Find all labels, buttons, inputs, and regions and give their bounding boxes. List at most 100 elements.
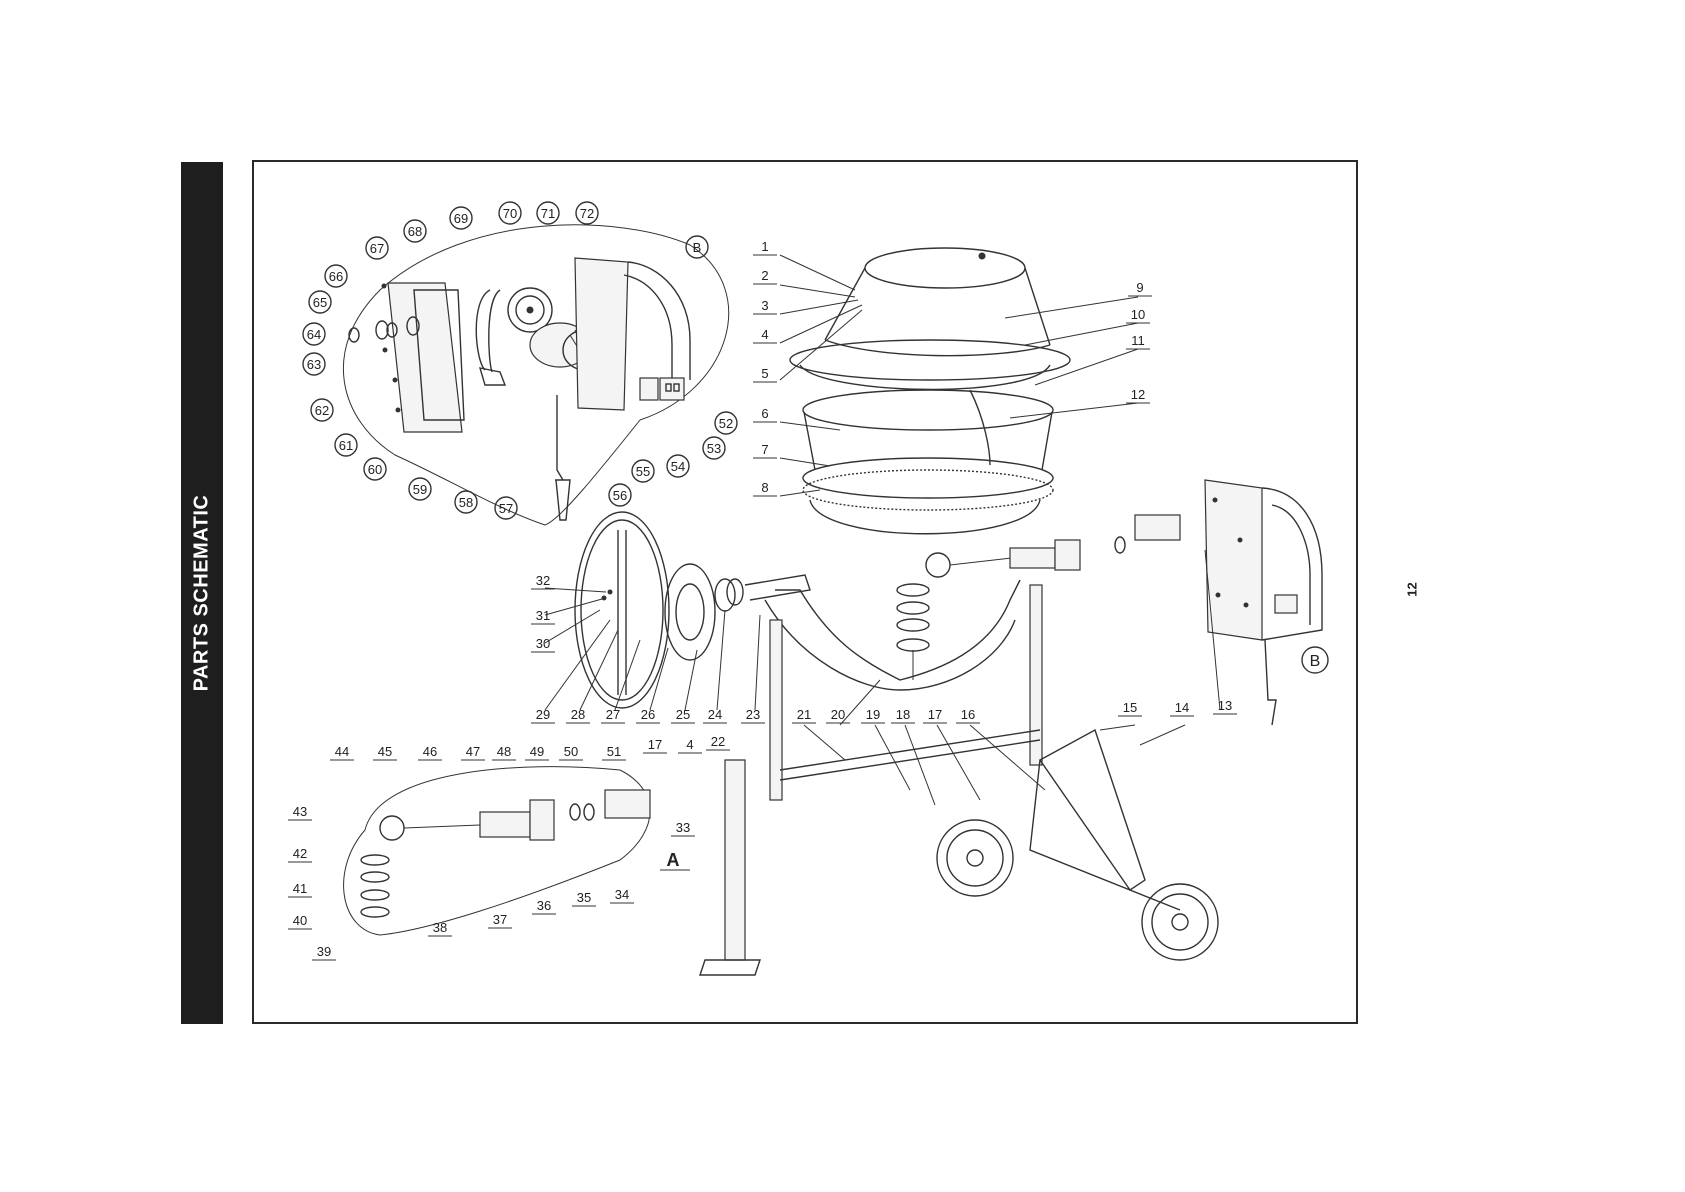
callout-text-63: 63 bbox=[307, 357, 321, 372]
callout-text-56: 56 bbox=[613, 488, 627, 503]
callout-17b: 17 bbox=[643, 737, 667, 753]
callout-15: 15 bbox=[1118, 700, 1142, 716]
callout-36: 36 bbox=[532, 898, 556, 914]
callout-41: 41 bbox=[288, 881, 312, 897]
callout-64: 64 bbox=[303, 323, 325, 345]
callout-text-66: 66 bbox=[329, 269, 343, 284]
motor-housing bbox=[575, 258, 690, 410]
callout-text-67: 67 bbox=[370, 241, 384, 256]
callout-text-3: 3 bbox=[761, 298, 768, 313]
callout-17: 17 bbox=[923, 707, 947, 723]
callout-72: 72 bbox=[576, 202, 598, 224]
callout-text-51: 51 bbox=[607, 744, 621, 759]
callout-text-18: 18 bbox=[896, 707, 910, 722]
callout-text-41: 41 bbox=[293, 881, 307, 896]
locking-disk bbox=[665, 564, 810, 660]
callout-23: 23 bbox=[741, 707, 765, 723]
callout-10: 10 bbox=[1126, 307, 1150, 323]
callout-text-70: 70 bbox=[503, 206, 517, 221]
callout-12: 12 bbox=[1126, 387, 1150, 403]
callout-27: 27 bbox=[601, 707, 625, 723]
callout-text-24: 24 bbox=[708, 707, 722, 722]
callout-text-13: 13 bbox=[1218, 698, 1232, 713]
callout-text-55: 55 bbox=[636, 464, 650, 479]
callout-text-1: 1 bbox=[761, 239, 768, 254]
callout-text-7: 7 bbox=[761, 442, 768, 457]
drum-ring-flange bbox=[790, 340, 1070, 389]
gear-stack bbox=[897, 584, 929, 680]
callout-35: 35 bbox=[572, 890, 596, 906]
wheel-right bbox=[1142, 884, 1218, 960]
callout-text-68: 68 bbox=[408, 224, 422, 239]
callout-text-42: 42 bbox=[293, 846, 307, 861]
callout-text-22: 22 bbox=[711, 734, 725, 749]
callout-56: 56 bbox=[609, 484, 631, 506]
callout-text-64: 64 bbox=[307, 327, 321, 342]
detail-label-b-top-text: B bbox=[693, 240, 702, 255]
callout-3: 3 bbox=[753, 298, 777, 314]
callout-text-43: 43 bbox=[293, 804, 307, 819]
callout-text-5: 5 bbox=[761, 366, 768, 381]
callout-9: 9 bbox=[1128, 280, 1152, 296]
callout-text-35: 35 bbox=[577, 890, 591, 905]
callout-5: 5 bbox=[753, 366, 777, 382]
callout-text-15: 15 bbox=[1123, 700, 1137, 715]
callout-48: 48 bbox=[492, 744, 516, 760]
callout-text-47: 47 bbox=[466, 744, 480, 759]
callout-19: 19 bbox=[861, 707, 885, 723]
callout-14: 14 bbox=[1170, 700, 1194, 716]
callout-53: 53 bbox=[703, 437, 725, 459]
callout-65: 65 bbox=[309, 291, 331, 313]
callout-text-57: 57 bbox=[499, 501, 513, 516]
callout-text-44: 44 bbox=[335, 744, 349, 759]
callout-28: 28 bbox=[566, 707, 590, 723]
callout-text-65: 65 bbox=[313, 295, 327, 310]
callout-6: 6 bbox=[753, 406, 777, 422]
callout-text-17b: 17 bbox=[648, 737, 662, 752]
callout-text-58: 58 bbox=[459, 495, 473, 510]
callout-text-14: 14 bbox=[1175, 700, 1189, 715]
callout-30: 30 bbox=[531, 636, 555, 652]
callout-text-6: 6 bbox=[761, 406, 768, 421]
callout-text-61: 61 bbox=[339, 438, 353, 453]
callout-16: 16 bbox=[956, 707, 980, 723]
callout-text-27: 27 bbox=[606, 707, 620, 722]
callout-39: 39 bbox=[312, 944, 336, 960]
callout-69: 69 bbox=[450, 207, 472, 229]
control-box bbox=[1205, 480, 1322, 725]
callout-7: 7 bbox=[753, 442, 777, 458]
detail-a-shaft bbox=[361, 790, 650, 917]
callout-text-59: 59 bbox=[413, 482, 427, 497]
callout-49: 49 bbox=[525, 744, 549, 760]
callout-68: 68 bbox=[404, 220, 426, 242]
callout-70: 70 bbox=[499, 202, 521, 224]
callout-text-72: 72 bbox=[580, 206, 594, 221]
detail-label-b-right: B bbox=[1302, 647, 1328, 673]
motor-cover-plate bbox=[382, 283, 464, 432]
callout-text-33: 33 bbox=[676, 820, 690, 835]
callout-71: 71 bbox=[537, 202, 559, 224]
callout-4: 4 bbox=[753, 327, 777, 343]
callout-text-19: 19 bbox=[866, 707, 880, 722]
callout-66: 66 bbox=[325, 265, 347, 287]
callout-text-46: 46 bbox=[423, 744, 437, 759]
callout-text-26: 26 bbox=[641, 707, 655, 722]
callout-20: 20 bbox=[826, 707, 850, 723]
callout-text-36: 36 bbox=[537, 898, 551, 913]
callout-62: 62 bbox=[311, 399, 333, 421]
callout-text-4: 4 bbox=[761, 327, 768, 342]
callout-text-71: 71 bbox=[541, 206, 555, 221]
callout-text-60: 60 bbox=[368, 462, 382, 477]
callout-text-52: 52 bbox=[719, 416, 733, 431]
callout-text-16: 16 bbox=[961, 707, 975, 722]
callout-text-29: 29 bbox=[536, 707, 550, 722]
callout-text-21: 21 bbox=[797, 707, 811, 722]
detail-label-a-text: A bbox=[667, 850, 680, 870]
callout-67: 67 bbox=[366, 237, 388, 259]
callout-text-9: 9 bbox=[1136, 280, 1143, 295]
callout-text-62: 62 bbox=[315, 403, 329, 418]
callout-43: 43 bbox=[288, 804, 312, 820]
callout-text-50: 50 bbox=[564, 744, 578, 759]
detail-a-outline bbox=[344, 767, 650, 935]
